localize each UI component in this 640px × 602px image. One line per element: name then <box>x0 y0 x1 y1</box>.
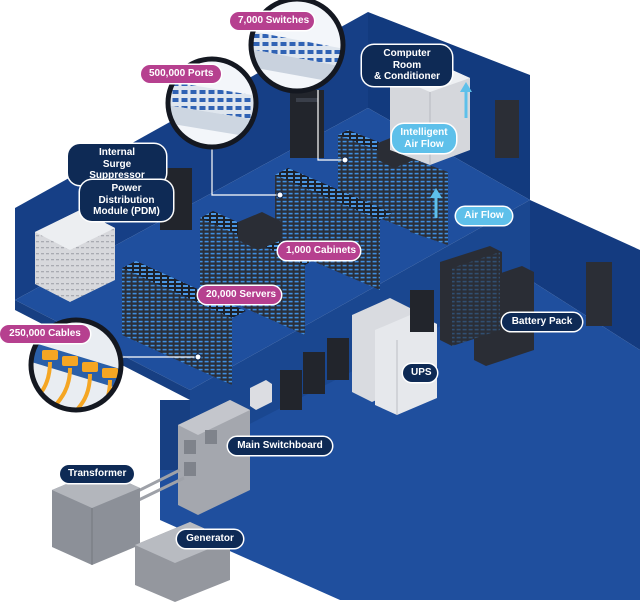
label-air-flow: Air Flow <box>456 207 512 225</box>
label-surge-suppressor: Internal Surge Suppressor <box>68 144 166 185</box>
label-ports: 500,000 Ports <box>141 65 221 83</box>
lower-equipment <box>52 246 534 602</box>
label-intelligent-air-flow: Intelligent Air Flow <box>392 124 456 153</box>
label-cabinets: 1,000 Cabinets <box>278 242 360 260</box>
label-transformer: Transformer <box>60 465 134 483</box>
lower-floor-plate <box>160 280 640 600</box>
upper-door <box>495 100 519 158</box>
air-flow-arrows <box>430 82 472 218</box>
label-crac: Computer Room & Conditioner <box>362 45 452 86</box>
ups-units <box>352 298 437 415</box>
rack-dark-1 <box>280 370 302 410</box>
small-wall-box <box>250 380 272 410</box>
callout-leaders <box>120 90 433 358</box>
lower-door <box>586 262 612 326</box>
label-ups: UPS <box>403 364 437 382</box>
label-generator: Generator <box>177 530 243 548</box>
transformer-unit <box>52 470 140 565</box>
label-pdm: Power Distribution Module (PDM) <box>80 180 173 221</box>
rack-row-2 <box>275 168 392 290</box>
label-cables: 250,000 Cables <box>0 325 90 343</box>
cabinet-box <box>238 212 282 250</box>
label-main-switchboard: Main Switchboard <box>228 437 332 455</box>
main-switchboard-unit <box>178 400 250 515</box>
zoom-cables <box>28 317 124 413</box>
rack-row-front <box>122 261 246 385</box>
label-switches: 7,000 Switches <box>230 12 314 30</box>
rack-dark-3 <box>327 338 349 380</box>
lower-right-wall <box>530 200 640 350</box>
rack-dark-2 <box>303 352 325 394</box>
label-servers: 20,000 Servers <box>198 286 281 304</box>
label-battery-pack: Battery Pack <box>502 313 582 331</box>
server-rack-rows <box>122 130 448 385</box>
rack-dark-4 <box>410 290 434 332</box>
